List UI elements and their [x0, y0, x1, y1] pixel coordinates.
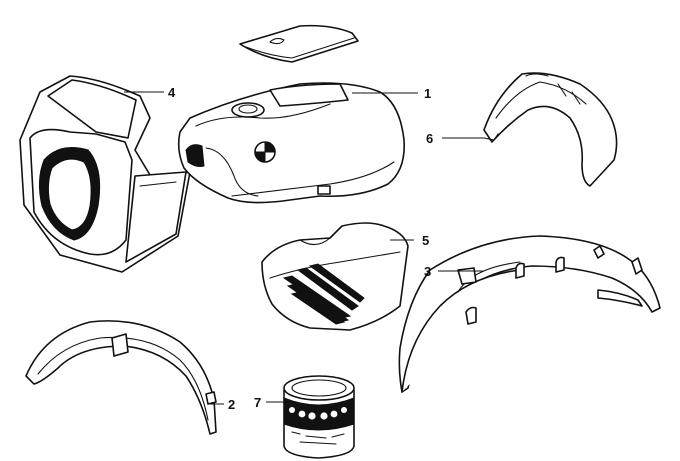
- rear-tail-section-drawing: [483, 72, 618, 187]
- part-label-6: 6: [426, 131, 433, 146]
- part-label-2: 2: [228, 397, 235, 412]
- leader-lines: [124, 91, 484, 405]
- side-cover-drawing: [261, 222, 409, 331]
- tank-cap-cover: [239, 24, 359, 63]
- rear-mudguard-drawing: [398, 235, 661, 393]
- side-cover-vents: [282, 263, 365, 325]
- part-label-4: 4: [168, 85, 176, 100]
- fuel-tank-drawing: [177, 82, 405, 204]
- part-label-3: 3: [424, 264, 431, 279]
- paint-can-drawing: [283, 375, 355, 459]
- front-mudguard-drawing: [25, 320, 217, 435]
- headlight-fairing-drawing: [19, 75, 191, 273]
- part-labels: 1 2 3 4 5 6 7: [168, 85, 433, 412]
- part-label-7: 7: [254, 395, 261, 410]
- part-label-5: 5: [422, 233, 429, 248]
- part-label-1: 1: [424, 86, 431, 101]
